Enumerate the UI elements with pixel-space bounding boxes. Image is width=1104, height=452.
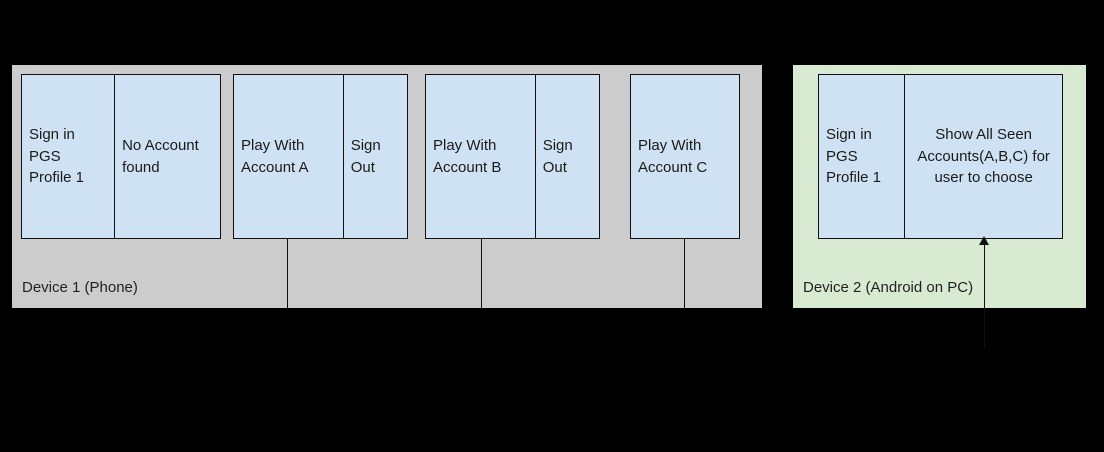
device-1-container: Sign in PGS Profile 1 No Account found P… [12, 65, 762, 308]
arrow-to-show-accounts-line [984, 238, 985, 348]
cell-play-with-account-a[interactable]: Play With Account A [241, 136, 309, 176]
group-device2-signin-show-accounts[interactable]: Sign in PGS Profile 1 Show All Seen Acco… [818, 74, 1063, 239]
cell-sign-out-a[interactable]: Sign Out [342, 75, 407, 238]
cell-sign-out-b[interactable]: Sign Out [534, 75, 599, 238]
cell-play-with-account-c[interactable]: Play With Account C [638, 136, 708, 176]
cell-show-all-seen-accounts[interactable]: Show All Seen Accounts(A,B,C) for user t… [904, 75, 1062, 238]
connector-line-c [684, 239, 685, 308]
device-1-label: Device 1 (Phone) [22, 279, 138, 296]
group-account-a[interactable]: Play With Account A Sign Out [233, 74, 408, 239]
group-account-b[interactable]: Play With Account B Sign Out [425, 74, 600, 239]
device-2-container: Sign in PGS Profile 1 Show All Seen Acco… [793, 65, 1086, 308]
group-signin-noaccount[interactable]: Sign in PGS Profile 1 No Account found [21, 74, 221, 239]
cell-sign-in-pgs-profile-1-d2[interactable]: Sign in PGS Profile 1 [826, 125, 882, 187]
connector-line-a [287, 239, 288, 308]
device-2-label: Device 2 (Android on PC) [803, 279, 974, 296]
group-account-c[interactable]: Play With Account C [630, 74, 740, 239]
cell-no-account-found[interactable]: No Account found [114, 75, 220, 238]
arrow-up-icon [979, 236, 989, 245]
cell-play-with-account-b[interactable]: Play With Account B [433, 136, 502, 176]
cell-sign-in-pgs-profile-1[interactable]: Sign in PGS Profile 1 [29, 125, 85, 187]
connector-line-b [481, 239, 482, 308]
